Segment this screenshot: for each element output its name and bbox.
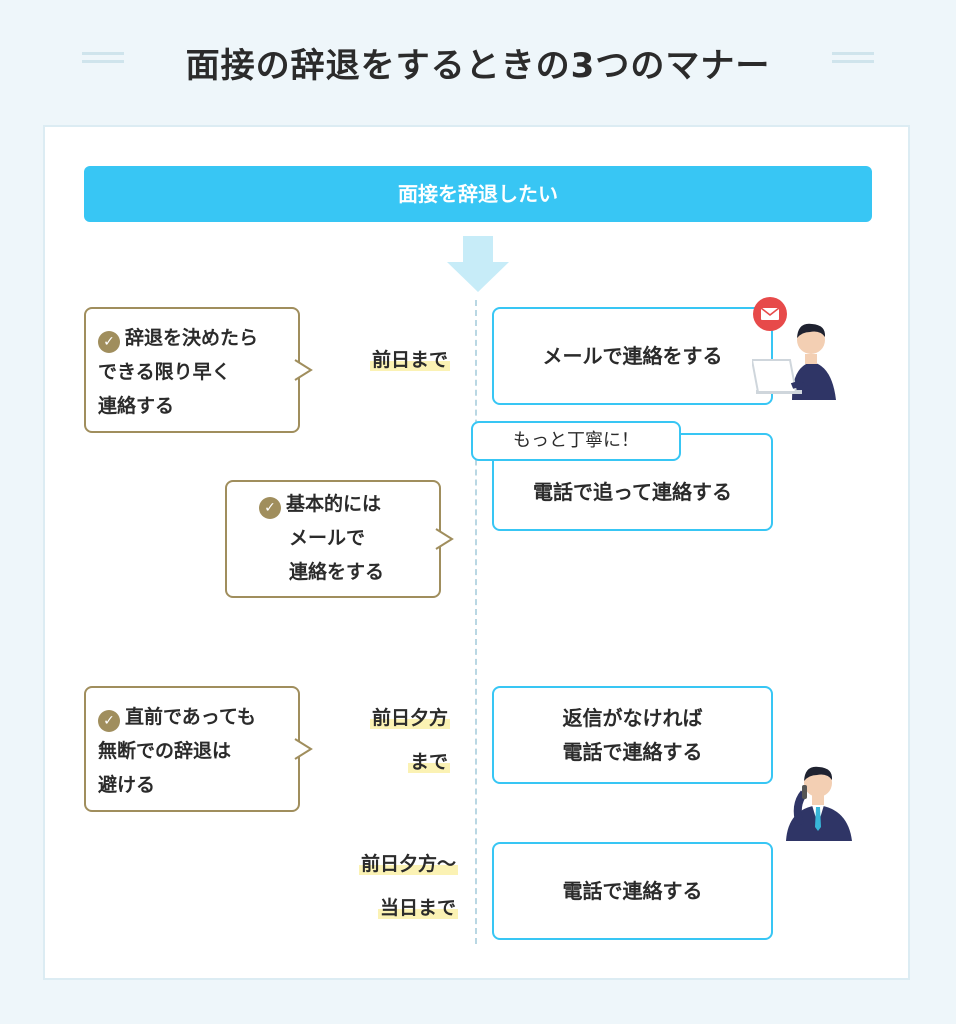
timing-line: 前日夕方 xyxy=(369,707,450,729)
action-email: メールで連絡をする xyxy=(492,307,773,405)
timing-day-before-evening: 前日夕方 まで xyxy=(300,696,450,784)
callout-line: 連絡をする xyxy=(289,561,385,583)
action-phone: 電話で連絡する xyxy=(492,842,773,940)
person-with-laptop-icon xyxy=(752,323,836,400)
callout-email-basic: ✓基本的には メールで 連絡をする xyxy=(225,480,454,598)
callout-line: 連絡する xyxy=(98,395,175,417)
timing-line: まで xyxy=(407,751,450,773)
timing-line: 前日まで xyxy=(369,349,450,371)
timing-day-before: 前日まで xyxy=(300,338,450,382)
check-circle-icon: ✓ xyxy=(98,710,120,732)
page-title: 面接の辞退をするときの3つのマナー xyxy=(185,46,771,86)
timing-line: 前日夕方〜 xyxy=(358,853,458,875)
timeline-line xyxy=(475,300,477,944)
person-on-phone-icon xyxy=(786,766,852,841)
timing-line: 当日まで xyxy=(377,897,458,919)
callout-tail xyxy=(435,528,454,550)
callout-line: ✓基本的には xyxy=(259,487,439,521)
banner: 面接を辞退したい xyxy=(84,166,872,222)
title-decoration-right xyxy=(832,52,874,68)
callout-no-unannounced: ✓直前であっても 無断での辞退は 避ける xyxy=(84,686,313,812)
down-arrow-icon xyxy=(447,236,509,292)
callout-line: 避ける xyxy=(98,774,156,796)
callout-line: ✓直前であっても xyxy=(98,700,298,734)
callout-decide-early: ✓辞退を決めたら できる限り早く 連絡する xyxy=(84,307,313,433)
timing-evening-to-same-day: 前日夕方〜 当日まで xyxy=(290,842,458,930)
envelope-icon xyxy=(753,297,787,331)
callout-line: 無断での辞退は xyxy=(98,740,232,762)
title-bar: 面接の辞退をするときの3つのマナー xyxy=(0,30,956,90)
callout-line: ✓辞退を決めたら xyxy=(98,321,298,355)
callout-tail xyxy=(294,738,313,760)
callout-tail xyxy=(294,359,313,381)
check-circle-icon: ✓ xyxy=(98,331,120,353)
note-more-polite: もっと丁寧に！ xyxy=(471,421,681,461)
callout-line: できる限り早く xyxy=(98,361,231,383)
check-circle-icon: ✓ xyxy=(259,497,281,519)
callout-line: メールで xyxy=(289,527,366,549)
title-decoration-left xyxy=(82,52,124,68)
action-phone-if-no-reply: 返信がなければ 電話で連絡する xyxy=(492,686,773,784)
